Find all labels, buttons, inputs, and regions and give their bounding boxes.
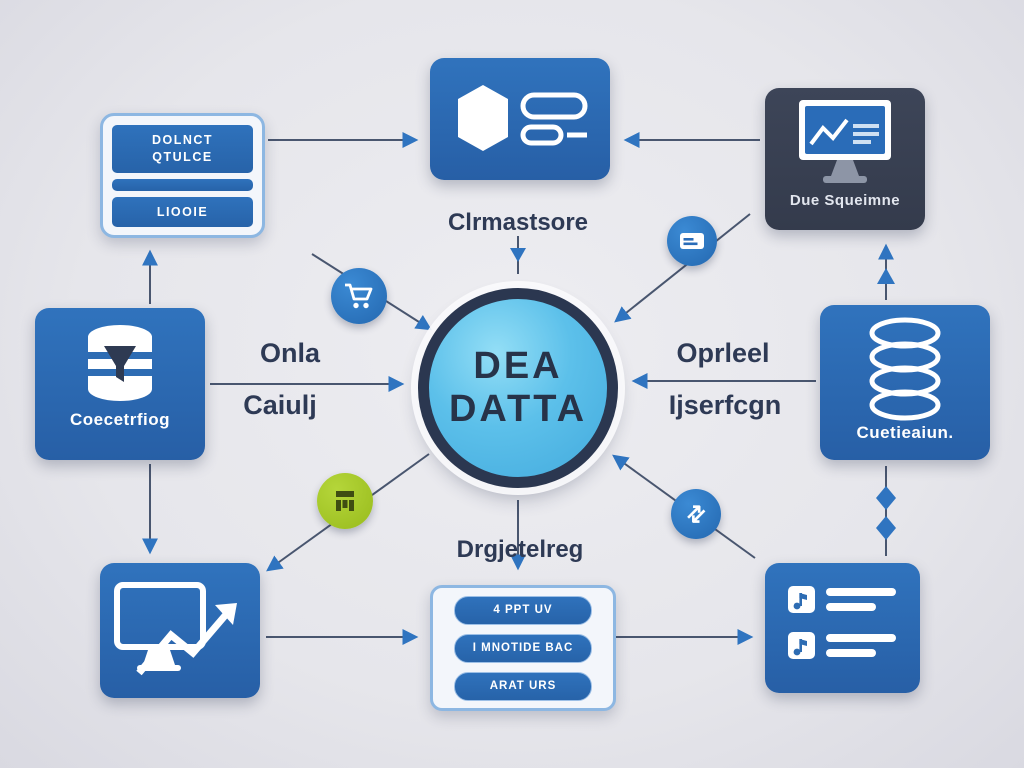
card-row1-line1: DOLNCT	[151, 133, 214, 148]
card-row-2	[112, 179, 253, 191]
edge-label-left-line1: Onla	[259, 338, 320, 368]
label-left: Coecetrfiog	[70, 410, 170, 429]
central-data-circle: DEA DATTA	[418, 288, 618, 488]
document-list-icon	[787, 586, 896, 659]
cart-badge	[331, 268, 387, 324]
chevron-up-right-column	[877, 268, 895, 284]
node-bottom-left	[100, 563, 260, 698]
arrowhead-down-to-circle	[510, 248, 526, 262]
node-left: Coecetrfiog	[35, 308, 205, 460]
node-bottom-right	[765, 563, 920, 693]
monitor-chart-icon	[799, 100, 891, 183]
arrow-topright-diag-to-circle	[614, 213, 751, 323]
swap-arrows-icon: ⇄	[680, 498, 712, 530]
shopping-cart-icon	[345, 283, 373, 309]
edge-label-right-line1: Oprleel	[676, 338, 770, 368]
central-label-line1: DEA	[473, 345, 563, 388]
card-row-3: LIOOIE	[112, 197, 253, 227]
green-badge	[317, 473, 373, 529]
label-bottom-center: Drgjetelreg	[456, 536, 584, 563]
pill-button-3: ARAT URS	[454, 671, 592, 701]
diamond-marker-2	[876, 516, 896, 540]
edge-label-right-line2: Ijserfcgn	[668, 390, 782, 420]
monitor-trend-icon	[114, 581, 237, 675]
coin-stack-icon	[869, 317, 941, 421]
card-badge	[667, 216, 717, 266]
card-icon	[680, 233, 704, 249]
node-top-center	[430, 58, 610, 180]
hexagon-with-pills-icon	[458, 85, 588, 151]
pill-button-1: 4 PPT UV	[454, 595, 592, 625]
blocks-icon	[336, 491, 354, 511]
node-right: Cuetieaiun.	[820, 305, 990, 460]
database-funnel-icon	[88, 325, 152, 401]
card-row1-line2: QTULCE	[152, 150, 213, 164]
card-row-1: DOLNCT QTULCE	[112, 125, 253, 173]
node-bottom-center: 4 PPT UV I MNOTIDE BAC ARAT URS	[430, 585, 616, 711]
label-top-center: Clrmastsore	[447, 209, 589, 236]
label-top-right: Due Squeimne	[789, 192, 901, 209]
node-top-right: Due Squeimne	[765, 88, 925, 230]
node-top-left-card: DOLNCT QTULCE LIOOIE	[100, 113, 265, 238]
label-right: Cuetieaiun.	[856, 423, 954, 442]
central-label-line2: DATTA	[448, 388, 588, 430]
diamond-marker-1	[876, 486, 896, 510]
edge-label-left-line2: Caiulj	[243, 390, 317, 420]
pill-button-2: I MNOTIDE BAC	[454, 633, 592, 663]
swap-badge: ⇄	[671, 489, 721, 539]
